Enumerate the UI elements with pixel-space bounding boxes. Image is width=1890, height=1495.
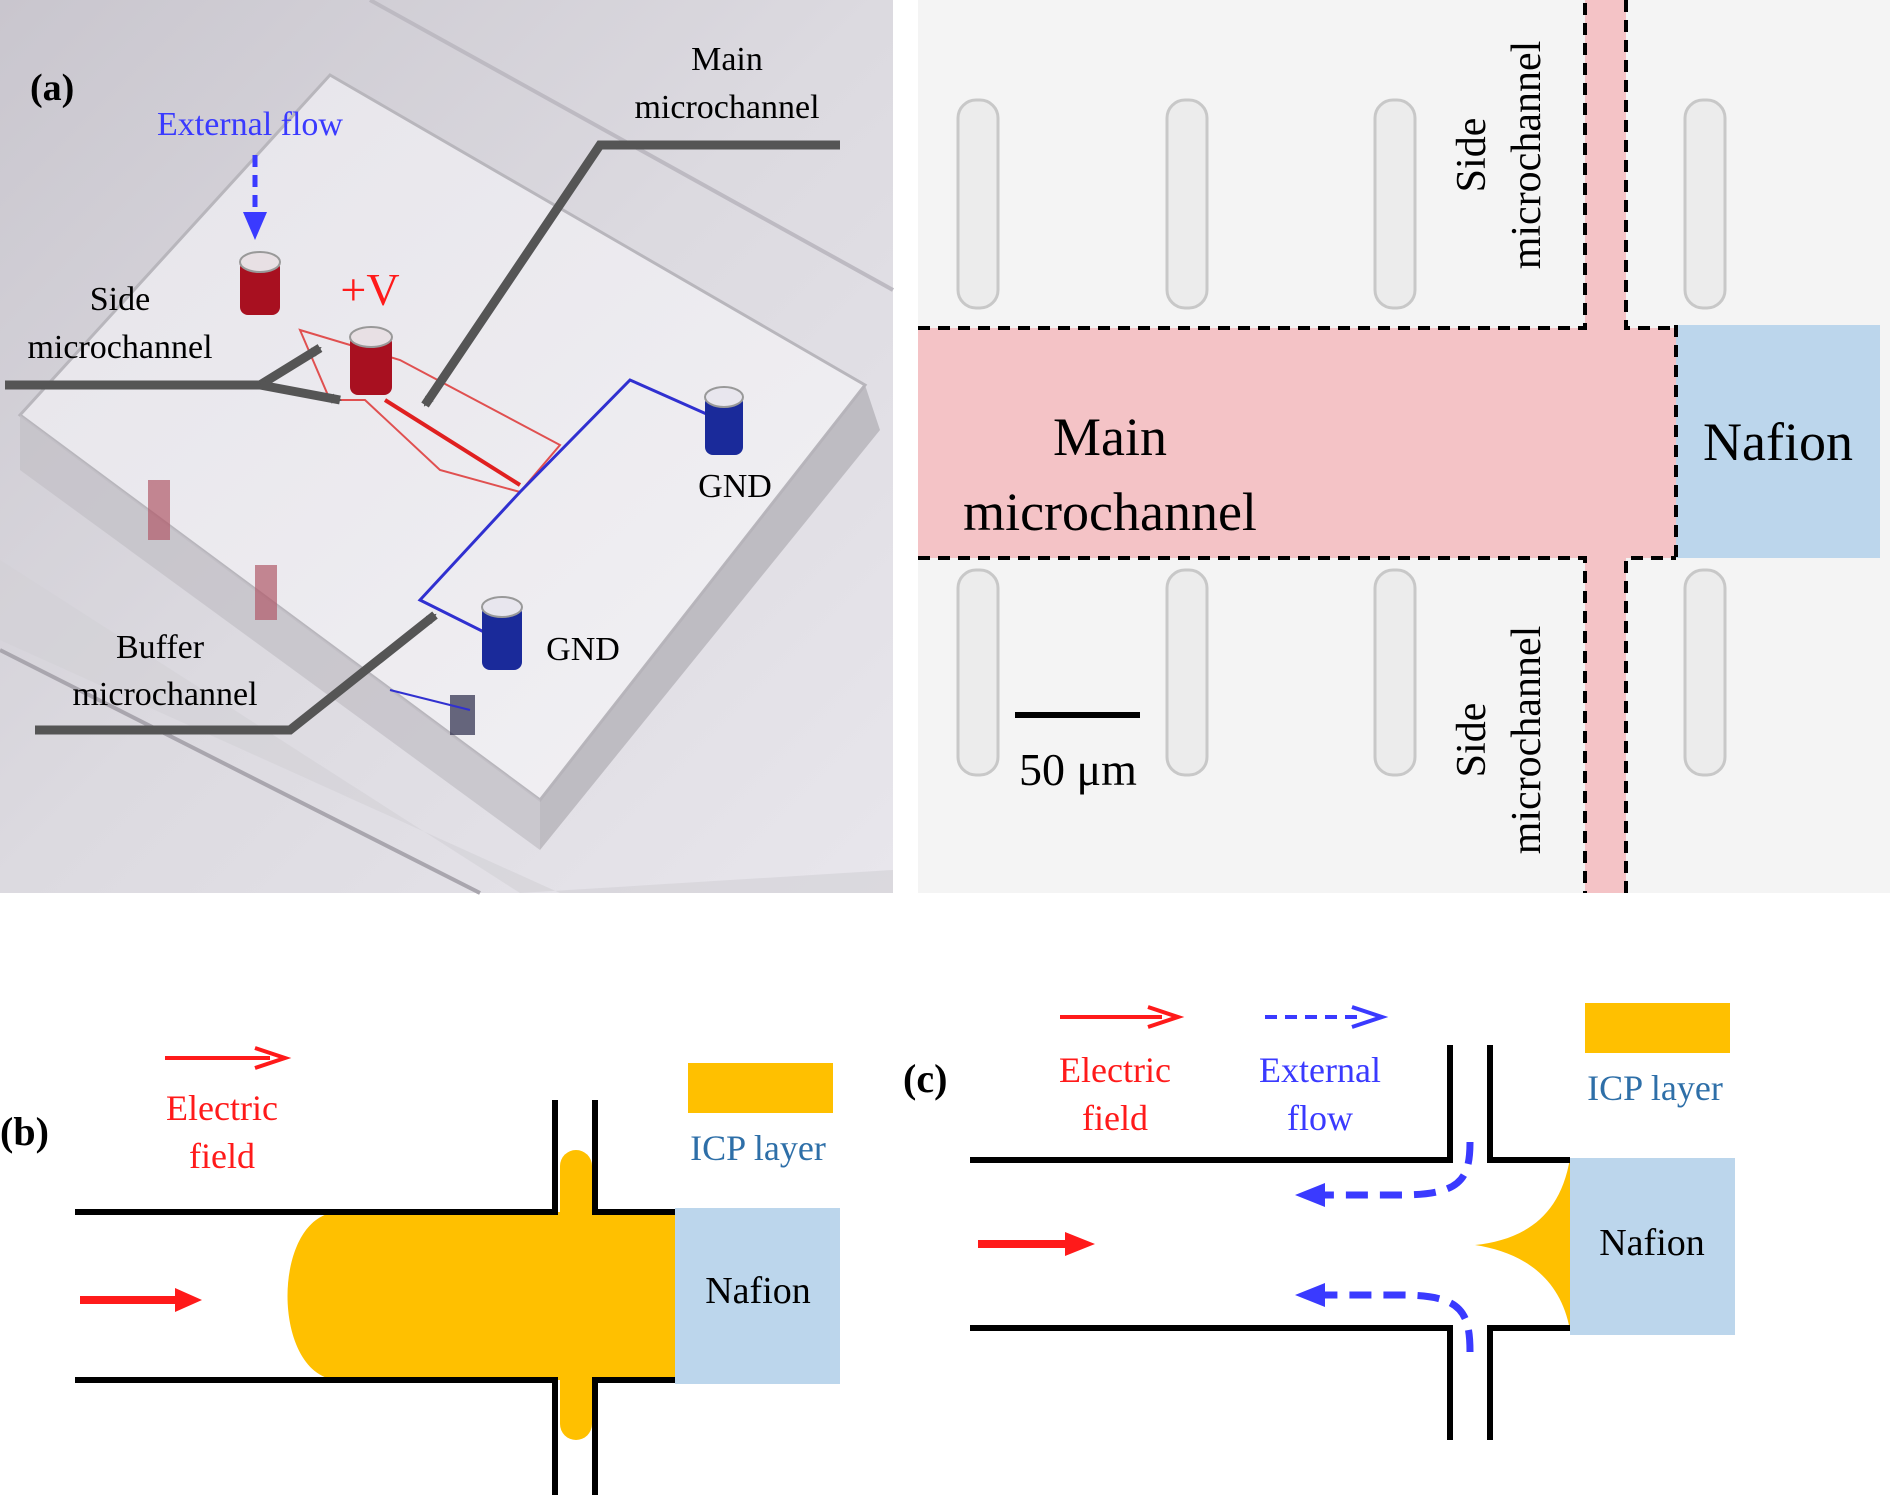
electric-field-arrowhead-legend — [1147, 1005, 1185, 1029]
panel-b: (b) Electric field ICP layer Nafion — [0, 1046, 840, 1495]
electric-field-label-line1: Electric — [166, 1088, 278, 1128]
nafion-micrograph-label: Nafion — [1703, 412, 1853, 472]
external-flow-curve-upper — [1320, 1141, 1474, 1199]
panel-c: (c) Electric field External flow ICP lay… — [903, 1003, 1735, 1440]
buffer-channel-leader — [35, 611, 438, 735]
side-channel-bottom-line1: Side — [1449, 703, 1495, 778]
chip-front-face — [540, 385, 880, 850]
external-flow-label-line2: flow — [1287, 1098, 1353, 1138]
side-microchannel-region — [1585, 0, 1626, 893]
electric-field-arrowhead-channel — [175, 1288, 202, 1312]
pillar — [956, 98, 1000, 310]
icp-layer-legend-label: ICP layer — [1587, 1068, 1723, 1108]
buffer-channel-label-line1: Buffer — [116, 629, 205, 666]
main-channel-micrograph-line1: Main — [1053, 407, 1167, 467]
main-channel-micrograph-line2: microchannel — [963, 482, 1257, 542]
pillar — [1683, 568, 1727, 777]
pillar — [1683, 98, 1727, 310]
edge-dye-mark — [148, 480, 170, 540]
blue-reservoir-top — [704, 386, 744, 455]
electric-field-label-line2: field — [189, 1136, 255, 1176]
buffer-edge-trace — [389, 689, 471, 711]
side-channel-label-line1: Side — [90, 281, 150, 318]
nafion-block — [1570, 1158, 1735, 1335]
buffer-microchannel — [417, 378, 721, 642]
side-channel-top-line2: microchannel — [1504, 41, 1550, 270]
nafion-block — [675, 1208, 840, 1384]
icp-layer-region — [287, 1212, 675, 1380]
external-flow-curve-lower — [1320, 1291, 1474, 1353]
electric-field-arrowhead-top — [254, 1046, 292, 1070]
scale-bar-label: 50 μm — [1019, 744, 1137, 795]
side-channel-top-line1: Side — [1449, 118, 1495, 193]
edge-dye-mark — [450, 695, 475, 735]
icp-layer-legend-swatch — [1585, 1003, 1730, 1053]
panel-a-photo: (a) External flow +V Side microchannel M… — [0, 0, 894, 895]
side-channel-leader-lower — [259, 380, 342, 405]
icp-layer-legend-swatch — [688, 1063, 833, 1113]
blue-reservoir-bottom — [481, 596, 523, 670]
main-channel-label-line2: microchannel — [634, 89, 819, 126]
gnd-top-label: GND — [698, 468, 772, 505]
external-flow-label: External flow — [157, 106, 343, 143]
nafion-label: Nafion — [1599, 1222, 1705, 1264]
panel-a-label: (a) — [30, 67, 74, 109]
pillar — [956, 568, 1000, 777]
external-flow-label-line1: External — [1259, 1050, 1381, 1090]
pillar — [1165, 98, 1209, 310]
red-reservoir-external — [239, 251, 281, 315]
nafion-label: Nafion — [705, 1270, 811, 1312]
pillar — [1373, 98, 1417, 310]
pillars — [956, 98, 1727, 777]
electric-field-label-line1: Electric — [1059, 1050, 1171, 1090]
channel-dashed-outline — [918, 0, 1678, 893]
side-channel-label-line2: microchannel — [27, 329, 212, 366]
nafion-region — [1676, 325, 1880, 558]
panel-c-label: (c) — [903, 1056, 947, 1101]
external-flow-arrowhead-legend — [1351, 1005, 1389, 1029]
main-channel-leader — [421, 140, 840, 408]
icp-layer-legend-label: ICP layer — [690, 1128, 826, 1168]
edge-dye-mark — [255, 565, 277, 620]
main-channel-label-line1: Main — [691, 41, 763, 78]
panel-b-label: (b) — [0, 1109, 49, 1154]
channel-walls — [970, 1045, 1570, 1440]
buffer-channel-label-line2: microchannel — [72, 676, 257, 713]
electric-field-arrowhead-channel — [1065, 1232, 1095, 1256]
electric-field-label-line2: field — [1082, 1098, 1148, 1138]
main-microchannel-region — [918, 328, 1676, 558]
side-channel-bottom-line2: microchannel — [1504, 626, 1550, 855]
external-flow-curve-lower-head — [1295, 1283, 1325, 1307]
main-microchannel — [383, 398, 522, 487]
slide-edge-line-lower — [0, 648, 481, 895]
external-flow-arrow-head — [243, 212, 267, 240]
pillar — [1373, 568, 1417, 777]
channel-walls — [75, 1100, 675, 1495]
icp-layer-region — [1475, 1158, 1570, 1330]
icp-layer-side-extension — [560, 1150, 592, 1440]
red-reservoir-voltage — [349, 326, 393, 395]
micrograph-panel: 50 μm Main microchannel Nafion Side micr… — [918, 0, 1890, 893]
gnd-bottom-label: GND — [546, 631, 620, 668]
pillar — [1165, 568, 1209, 777]
voltage-label: +V — [340, 264, 399, 315]
external-flow-curve-upper-head — [1295, 1183, 1325, 1207]
